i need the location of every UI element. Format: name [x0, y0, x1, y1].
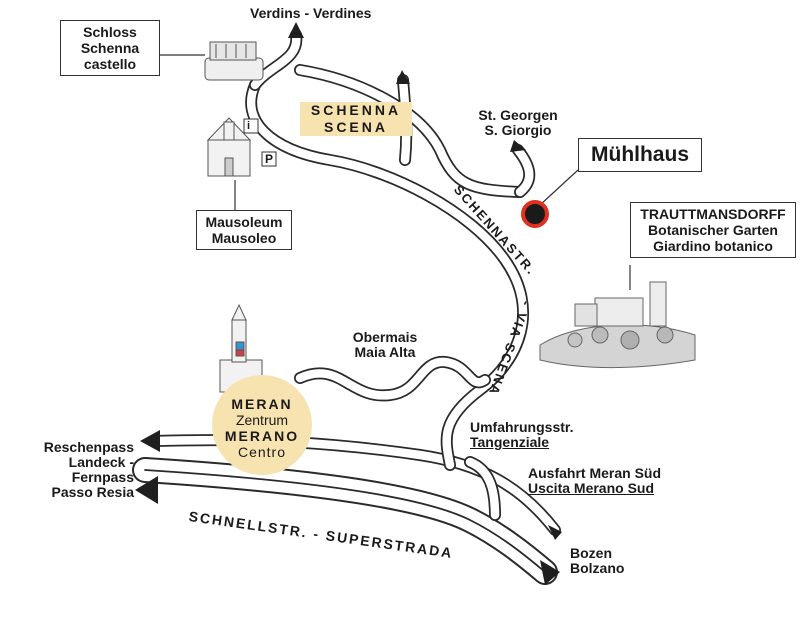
bozen-line-2: Bolzano [570, 560, 625, 576]
trauttmansdorff-castle-icon [539, 281, 696, 369]
reschen-line-4: Passo Resia [51, 484, 135, 500]
parking-icon-label: P [265, 152, 274, 166]
umfahrung-line-1: Umfahrungsstr. [470, 419, 574, 435]
umfahrung-line-2: Tangenziale [470, 434, 550, 450]
schenna-line-2: SCENA [323, 119, 388, 135]
schloss-schenna-box: Schloss Schenna castello [60, 20, 160, 76]
mausoleum-church-icon [206, 117, 252, 177]
arrow-st-georgen-icon [510, 140, 526, 152]
meran-center-circle-icon [212, 375, 312, 475]
label-obermais: Obermais Maia Alta [340, 330, 430, 360]
schloss-line-2: Schenna [80, 40, 140, 56]
arrow-reschen-icon [140, 430, 160, 452]
castle-schenna-icon [204, 41, 264, 81]
obermais-line-1: Obermais [352, 329, 418, 345]
schennastrasse-road [245, 79, 529, 471]
schloss-line-1: Schloss [83, 24, 137, 40]
muehlhaus-marker-icon [521, 200, 549, 228]
reschen-line-1: Reschenpass [43, 439, 134, 455]
obermais-road [294, 356, 491, 402]
superstrada-road [132, 457, 558, 585]
info-icon-label: i [247, 120, 251, 132]
trauttmansdorff-box: TRAUTTMANSDORFF Botanischer Garten Giard… [630, 202, 796, 258]
mausoleum-line-2: Mausoleo [211, 230, 277, 246]
st-georgen-road [512, 144, 536, 198]
label-st-georgen: St. Georgen S. Giorgio [468, 108, 568, 138]
obermais-line-2: Maia Alta [354, 344, 416, 360]
meran-line-2: Zentrum [235, 412, 289, 428]
st-georgen-line-1: St. Georgen [478, 107, 558, 123]
label-bozen: Bozen Bolzano [570, 546, 624, 576]
mausoleum-box: Mausoleum Mausoleo [196, 210, 292, 250]
arrow-verdins-icon [288, 22, 304, 38]
schenna-highlight: SCHENNA SCENA [300, 102, 412, 136]
exit-road [464, 456, 501, 521]
label-umfahrung: Umfahrungsstr. Tangenziale [470, 420, 573, 450]
arrow-bozen-icon [540, 560, 560, 585]
ausfahrt-line-1: Ausfahrt Meran Süd [528, 465, 662, 481]
arrow-reschenpass-superstrada-icon [135, 476, 158, 504]
arrow-exit-icon [548, 525, 562, 540]
reschen-line-2: Landeck - [68, 454, 134, 470]
info-badge-icon [243, 118, 259, 134]
mausoleum-line-1: Mausoleum [205, 214, 283, 230]
meran-line-1: MERAN [231, 396, 293, 412]
ausfahrt-line-2: Uscita Merano Sud [528, 480, 655, 496]
trautt-line-1: TRAUTTMANSDORFF [640, 206, 786, 222]
trautt-line-3: Giardino botanico [653, 238, 773, 254]
st-georgen-line-2: S. Giorgio [484, 122, 552, 138]
trautt-line-2: Botanischer Garten [648, 222, 778, 238]
label-verdins: Verdins - Verdines [250, 5, 372, 21]
parking-badge-icon [261, 151, 277, 167]
arrow-schenna-icon [396, 70, 410, 84]
meran-line-3: MERANO [224, 428, 300, 444]
label-ausfahrt: Ausfahrt Meran Süd Uscita Merano Sud [528, 466, 661, 496]
bozen-line-1: Bozen [570, 545, 612, 561]
muehlhaus-box: Mühlhaus [578, 138, 702, 172]
schloss-line-3: castello [83, 56, 137, 72]
label-meran-center: MERAN Zentrum MERANO Centro [212, 396, 312, 460]
label-reschenpass: Reschenpass Landeck - Fernpass Passo Res… [30, 440, 134, 500]
meran-line-4: Centro [237, 444, 287, 460]
reschen-line-3: Fernpass [71, 469, 134, 485]
schenna-line-1: SCHENNA [310, 102, 402, 118]
